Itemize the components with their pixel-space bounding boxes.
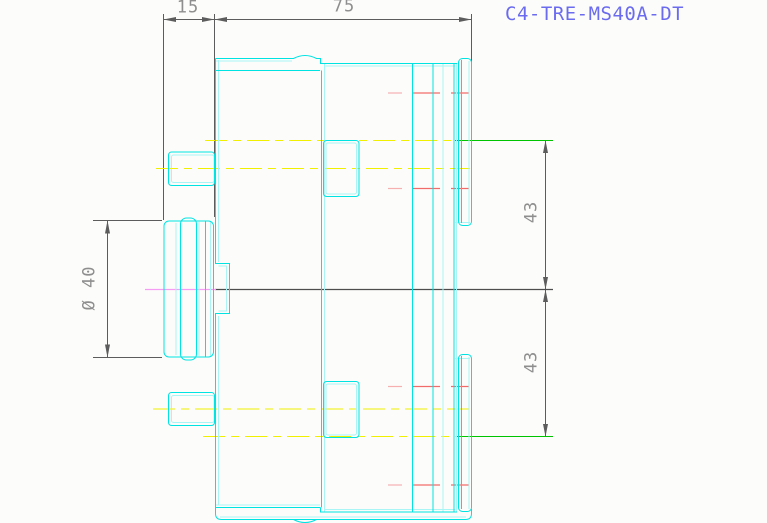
body-outline <box>215 58 472 520</box>
key-upper <box>323 140 360 197</box>
part-geometry <box>163 55 472 523</box>
top-edges <box>215 55 457 64</box>
extension-lines-green <box>455 140 553 437</box>
part-number-label: C4-TRE-MS40A-DT <box>505 3 685 25</box>
flange-band-upper <box>458 58 472 226</box>
stud-upper <box>168 151 215 186</box>
part-geometry-light <box>171 60 470 518</box>
boss-diameter-40 <box>163 217 214 361</box>
dim-label-length-75: 75 <box>332 0 356 17</box>
flange-band-lower <box>458 354 472 512</box>
bottom-step <box>320 507 457 513</box>
stud-lower <box>168 392 215 426</box>
dim-label-upper-43: 43 <box>521 200 542 224</box>
dimension-lines <box>93 14 546 437</box>
key-lower <box>323 381 360 438</box>
dim-label-diameter-40: Ø 40 <box>79 265 100 311</box>
dim-label-lower-43: 43 <box>521 350 542 374</box>
centerlines-yellow <box>153 140 470 437</box>
dimension-arrows <box>105 17 548 437</box>
dim-label-offset-15: 15 <box>176 0 200 18</box>
